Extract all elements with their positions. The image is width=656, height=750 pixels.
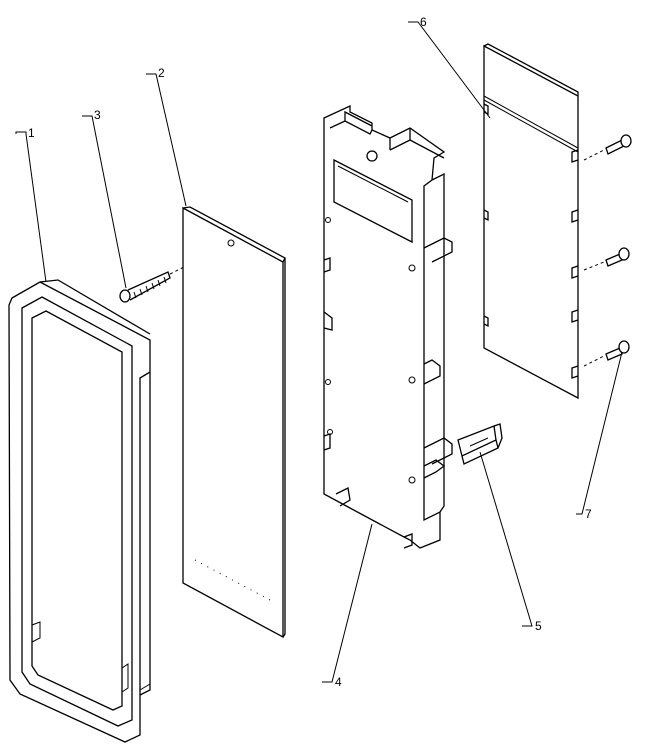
- frame-part: [8, 279, 151, 743]
- bracket-part: [323, 104, 453, 549]
- callout-4: 4: [335, 675, 342, 689]
- leader-lines: [15, 21, 623, 683]
- callout-7: 7: [585, 507, 592, 521]
- clip-part: [457, 423, 503, 465]
- callout-5: 5: [535, 619, 542, 633]
- callout-1: 1: [28, 126, 35, 140]
- callout-6: 6: [420, 15, 427, 29]
- callout-2: 2: [158, 66, 165, 80]
- panel-part: [182, 206, 286, 639]
- callout-3: 3: [94, 108, 101, 122]
- screws-right-part: [583, 134, 632, 367]
- board-part: [483, 43, 579, 400]
